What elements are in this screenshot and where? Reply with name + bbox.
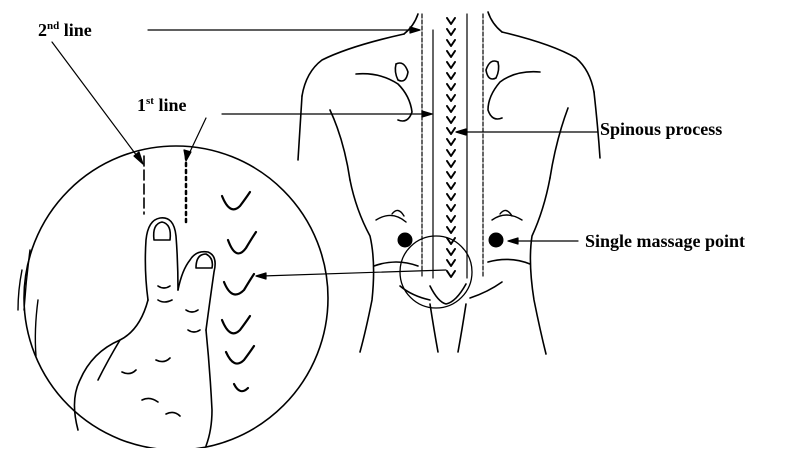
shoulder-right	[502, 32, 594, 92]
spinous-process-mark	[447, 161, 455, 167]
spinous-process-label: Spinous process	[600, 120, 722, 138]
leg-inner-left	[430, 304, 438, 352]
first-line-text: line	[154, 95, 187, 115]
second-line-suffix: nd	[47, 20, 59, 32]
magnified-spinous-marks	[222, 192, 256, 391]
wrist-lines	[142, 398, 180, 416]
buttock-left	[374, 262, 418, 266]
massage-point-left	[398, 233, 412, 247]
massage-point-right	[489, 233, 503, 247]
armpit-right	[550, 108, 568, 178]
first-line-label: 1st line	[137, 96, 186, 114]
spinous-process-mark	[447, 271, 455, 277]
spinous-process-mark	[447, 117, 455, 123]
spinous-process-mark	[447, 205, 455, 211]
second-line-text: line	[59, 20, 92, 40]
second-line-label: 2nd line	[38, 21, 92, 39]
palm-lower	[206, 330, 212, 446]
first-line-number: 1	[137, 95, 146, 115]
spinous-process-mark	[447, 95, 455, 101]
magnified-view-circle	[24, 146, 328, 448]
palm	[74, 300, 148, 430]
spinous-process-mark	[447, 227, 455, 233]
arrow-second-line-magnified	[52, 42, 140, 160]
armpit-left	[330, 110, 350, 180]
spinous-process-mark	[447, 249, 455, 255]
spinous-process-mark	[447, 18, 455, 24]
buttock-right	[488, 259, 530, 264]
single-massage-point-label: Single massage point	[585, 232, 745, 250]
pointer-arrows	[52, 27, 598, 279]
arrow-zoom	[262, 270, 446, 276]
first-line-suffix: st	[146, 95, 154, 107]
scapula-left	[356, 63, 412, 121]
spinous-process-mark	[447, 73, 455, 79]
arrow-first-line-magnified	[188, 118, 206, 156]
scapula-right	[486, 61, 540, 119]
spinous-process-mark	[447, 172, 455, 178]
spinous-process-mark	[447, 216, 455, 222]
spinous-process-mark	[447, 29, 455, 35]
spinous-process-mark	[447, 194, 455, 200]
skin-edge-marks	[18, 250, 38, 356]
arm-left-outer	[298, 96, 302, 160]
spinous-process-mark	[447, 139, 455, 145]
shoulder-left	[302, 34, 404, 96]
spinous-process-mark	[447, 51, 455, 57]
hand-drawing	[74, 218, 215, 446]
spinous-process-mark	[447, 62, 455, 68]
spinous-process-mark	[447, 128, 455, 134]
leg-inner-right	[458, 304, 466, 352]
spinous-process-mark	[447, 106, 455, 112]
spinous-process-mark	[447, 40, 455, 46]
magnified-lines	[144, 156, 186, 226]
hip-right-curve	[470, 282, 502, 298]
middle-nail	[196, 254, 212, 268]
spinous-process-mark	[447, 150, 455, 156]
index-nail	[154, 222, 171, 240]
second-line-number: 2	[38, 20, 47, 40]
spinous-process-mark	[447, 183, 455, 189]
waist-left	[350, 180, 374, 352]
spinous-process-mark	[447, 84, 455, 90]
neck-right	[488, 12, 502, 32]
gluteal-cleft	[430, 284, 466, 304]
spinous-process-mark	[447, 260, 455, 266]
waist-right	[530, 178, 550, 354]
